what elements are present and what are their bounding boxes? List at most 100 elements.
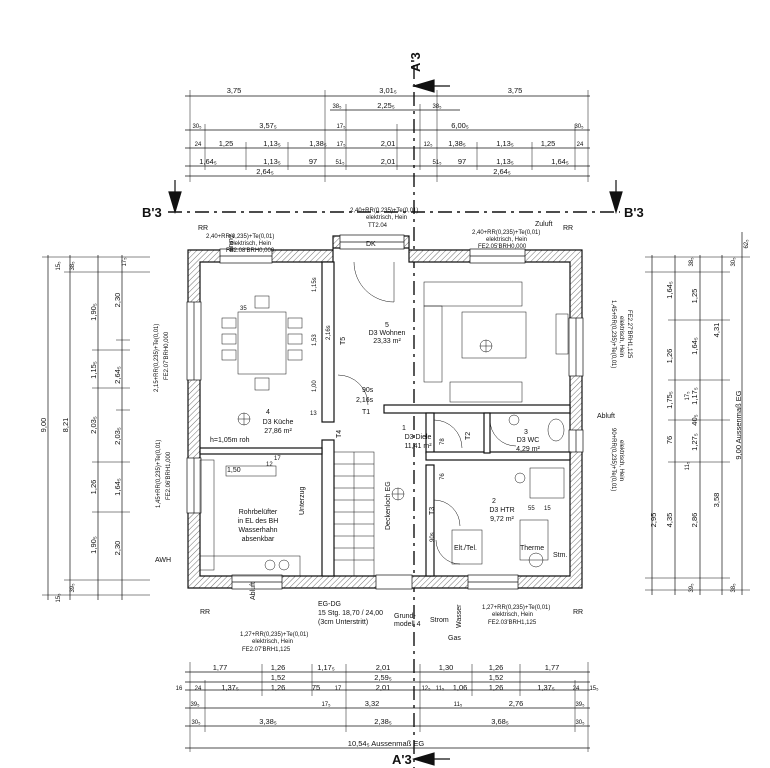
door-t5-label: T5 [340, 337, 347, 345]
top-dimension-chains: 3,75 3,01₅ 3,75 38₅ 2,25₅ 38₅ 30₅ 3,57₅ … [185, 86, 590, 182]
bottom-dim-3-n: 15₅ [589, 686, 599, 692]
top-dim-1-a: 3,75 [227, 86, 242, 95]
left-dim-c4-c: 2,03₅ [113, 427, 122, 445]
top-dim-3-e: 30₅ [574, 124, 584, 130]
room-wohnen-name: D3 Wohnen [369, 330, 406, 337]
left-dim-c4-d: 1,64₅ [113, 478, 122, 496]
bottom-dim-3-l: 1,37₅ [537, 683, 555, 692]
bottom-dim-3-m: 24 [573, 686, 580, 692]
room-wc-number: 3 [524, 429, 528, 436]
right-small-g: 30₅ [731, 257, 737, 267]
top-dim-4-j: 1,25 [541, 139, 556, 148]
bottom-dim-3-i: 11₅ [436, 686, 445, 692]
stairs-note-label: (3cm Unterstritt) [318, 619, 368, 626]
sanitary-objects [451, 418, 565, 568]
room-wohnen-area: 23,33 m² [373, 338, 401, 345]
bottom-dim-3-e: 75 [312, 683, 320, 692]
bottom-dim-3-b: 24 [195, 686, 202, 692]
left-dim-c3-e: 1,90₅ [89, 536, 98, 554]
strom-label: Strom [430, 617, 449, 624]
right-dim-c3-c: 1,75₅ [665, 391, 674, 409]
room-wohnen-number: 5 [385, 322, 389, 329]
left-dim-c3-d: 1,26 [89, 480, 98, 495]
left-small-c: 17₅ [122, 257, 128, 267]
window-tags: 2,40+RR(0,235)+Te(0,01) elektrisch, Hein… [154, 208, 632, 653]
left-dimension-chains: 9,00 8,21 1,90₅ 1,15₅ 2,03₅ 1,26 1,90₅ 2… [39, 255, 150, 603]
top-dim-5-c: 97 [309, 157, 317, 166]
top-dim-4-i: 1,13₅ [496, 139, 514, 148]
top-dim-4-h: 1,38₅ [448, 139, 466, 148]
stairs-steps-label: 15 Stg. 18,70 / 24,00 [318, 610, 383, 617]
top-dim-5-i: 1,64₅ [551, 157, 569, 166]
top-dim-4-a: 24 [195, 142, 202, 148]
window-tag-bottom-right-3: FE2.03'BRH1,125 [488, 620, 537, 626]
bottom-dim-3-c: 1,37₅ [221, 683, 239, 692]
right-small-f: 38₅ [731, 583, 737, 593]
bottom-dim-1-f: 1,26 [489, 663, 504, 672]
top-dim-3-d: 6,00₅ [451, 121, 469, 130]
bottom-dim-5-a: 30₅ [191, 720, 201, 726]
window-tag-top-left-2: elektrisch, Hein [230, 241, 271, 247]
room-kueche-name: D3 Küche [263, 419, 294, 426]
bottom-dim-4-d: 11₅ [454, 702, 463, 708]
top-dim-6-a: 2,64₅ [256, 167, 274, 176]
window-tag-bottom-left-1: 1,27+RR(0,235)+Te(0,01) [240, 632, 308, 638]
right-small-b: 62₅ [744, 239, 750, 249]
left-dim-c3-b: 1,15₅ [89, 361, 98, 379]
room-diele-number: 1 [402, 425, 406, 432]
bottom-dim-1-b: 1,26 [271, 663, 286, 672]
window-tag-top-right-1: 2,40+RR(0,235)+Te(0,01) [472, 230, 540, 236]
kitchen-height-note: h=1,05m roh [210, 437, 250, 444]
measure-216: 2,16s [326, 325, 332, 340]
room-htr-number: 2 [492, 498, 496, 505]
sofa-group [423, 281, 569, 403]
window-tag-left-lower-1: 1,45+RR(0,235)+Te(0,01) [156, 440, 162, 508]
awh-label: AWH [155, 557, 171, 564]
right-dim-c2-a: 4,31 [712, 323, 721, 338]
right-small-a: 38₅ [689, 257, 695, 267]
measure-78: 78 [440, 438, 446, 445]
bottom-dim-1-a: 1,77 [213, 663, 228, 672]
section-b3-right-label: B'3 [624, 205, 644, 220]
bottom-dim-4-e: 2,76 [509, 699, 524, 708]
right-dim-c4-f: 2,86 [690, 513, 699, 528]
top-dim-4-d: 1,38₅ [309, 139, 327, 148]
kitchen-sink-width: 1,50 [227, 467, 241, 474]
top-dim-1-c: 3,75 [508, 86, 523, 95]
rohr-line-4: absenkbar [242, 536, 275, 543]
rr-bottom-right: RR [573, 609, 583, 616]
dk-label: DK [366, 241, 376, 248]
abluft-right-label: Abluft [597, 413, 615, 420]
top-dim-4-f: 2,01 [381, 139, 396, 148]
wasser-label: Wasser [456, 604, 463, 628]
ceiling-lights [237, 339, 526, 501]
rohr-line-3: Wasserhahn [238, 527, 277, 534]
measure-15: 15 [544, 506, 551, 512]
left-dim-c3-c: 2,03₅ [89, 416, 98, 434]
measure-153: 1,53 [312, 334, 318, 346]
bottom-dim-1-e: 1,30 [439, 663, 454, 672]
top-dim-5-a: 1,64₅ [199, 157, 217, 166]
rr-bottom-left: RR [200, 609, 210, 616]
abluft-bottom-label: Abluft [250, 582, 257, 600]
door-t4-label: T4 [336, 430, 343, 438]
bottom-dim-3-j: 1,06 [453, 683, 468, 692]
dining-table [237, 311, 287, 375]
room-htr-area: 9,72 m² [490, 516, 514, 523]
unterzug-label: Unterzug [299, 486, 306, 515]
room-htr-name: D3 HTR [489, 507, 514, 514]
door-t2-label: T2 [465, 432, 472, 440]
left-dim-c3-a: 1,90₅ [89, 303, 98, 321]
top-dim-4-e: 17₅ [336, 142, 346, 148]
rohr-line-1: Rohrbelüfter [239, 509, 278, 516]
measure-90: 90s [430, 532, 436, 542]
interior-annotations: Zuluft Zuluft Abluft Abluft RR RR RR RR … [155, 221, 615, 642]
top-dim-4-k: 24 [577, 142, 584, 148]
right-dim-c3-a: 1,64₅ [665, 281, 674, 299]
measure-13: 13 [310, 411, 317, 417]
right-dim-c4-a: 1,25 [690, 289, 699, 304]
bottom-dim-3-g: 2,01 [376, 683, 391, 692]
rr-top-left: RR [198, 225, 208, 232]
right-small-d: 17₅ [685, 391, 691, 401]
elt-label: Elt./Tel. [454, 545, 477, 552]
